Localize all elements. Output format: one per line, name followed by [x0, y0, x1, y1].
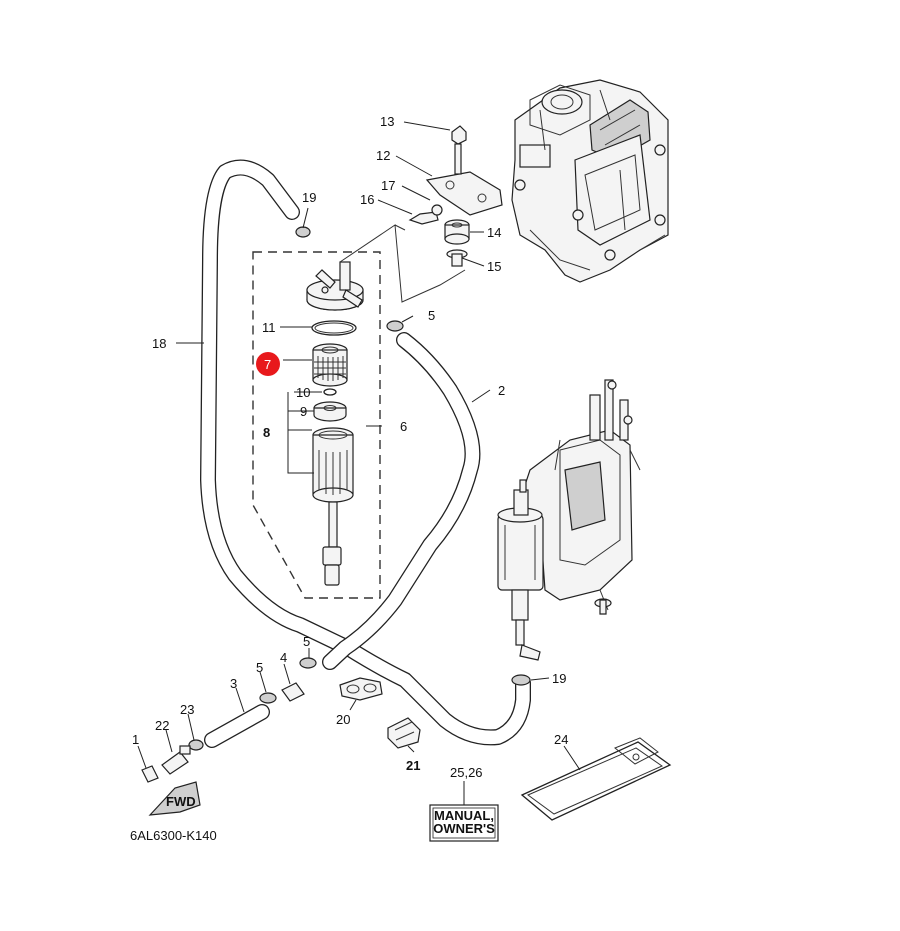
bracket-assembly — [408, 125, 503, 267]
callout-15: 15 — [487, 259, 501, 274]
callout-5-low: 5 — [256, 660, 263, 675]
callout-5-top: 5 — [428, 308, 435, 323]
carburetor-assembly — [497, 379, 641, 661]
callout-7: 7 — [264, 357, 271, 372]
callout-12: 12 — [376, 148, 390, 163]
callout-23: 23 — [180, 702, 194, 717]
hose-clip — [387, 717, 421, 749]
callout-17: 17 — [381, 178, 395, 193]
callout-20: 20 — [336, 712, 350, 727]
forward-arrow-icon: FWD — [148, 781, 201, 816]
callout-1: 1 — [132, 732, 139, 747]
diagram-code: 6AL6300-K140 — [130, 828, 217, 843]
callout-6: 6 — [400, 419, 407, 434]
filter-assembly-outline — [252, 251, 381, 599]
bracket-linkage-lines — [339, 224, 466, 303]
engine-block-upper — [511, 79, 669, 283]
small-ring — [323, 388, 337, 396]
callout-18: 18 — [152, 336, 166, 351]
callout-5-mid: 5 — [303, 634, 310, 649]
filter-nut — [313, 401, 347, 422]
svg-text:FWD: FWD — [166, 794, 196, 809]
callout-19-top: 19 — [302, 190, 316, 205]
gasket-sheet — [520, 737, 672, 821]
callout-22: 22 — [155, 718, 169, 733]
fuel-hose-18 — [200, 159, 531, 746]
callout-2: 2 — [498, 383, 505, 398]
svg-text:OWNER'S: OWNER'S — [433, 821, 495, 836]
callout-21: 21 — [406, 758, 420, 773]
callout-13: 13 — [380, 114, 394, 129]
connector-bolt — [141, 765, 159, 783]
callout-24: 24 — [554, 732, 568, 747]
callout-4: 4 — [280, 650, 287, 665]
filter-element — [312, 343, 348, 387]
callout-3: 3 — [230, 676, 237, 691]
callout-labels: 13 12 17 16 19 14 15 5 11 18 7 10 9 8 6 … — [130, 114, 568, 843]
hose-joint — [281, 682, 305, 702]
callout-11: 11 — [262, 320, 276, 335]
callout-25-26: 25,26 — [450, 765, 483, 780]
fuel-hose-3 — [204, 704, 270, 748]
filter-cup — [312, 427, 354, 586]
callout-19-low: 19 — [552, 671, 566, 686]
leader-lines — [137, 121, 581, 805]
fuel-hose-2 — [322, 332, 481, 670]
hose-joint-22 — [161, 745, 191, 775]
callout-9: 9 — [300, 404, 307, 419]
callout-14: 14 — [487, 225, 501, 240]
owners-manual-box: MANUAL, OWNER'S — [429, 804, 499, 842]
o-ring — [311, 320, 357, 336]
callout-16: 16 — [360, 192, 374, 207]
fuel-filter-head — [306, 261, 364, 311]
callout-10: 10 — [296, 385, 310, 400]
svg-text:MANUAL,: MANUAL, — [434, 808, 494, 823]
hose-holder — [339, 677, 383, 701]
callout-7-highlight — [256, 352, 280, 376]
callout-8: 8 — [263, 425, 270, 440]
